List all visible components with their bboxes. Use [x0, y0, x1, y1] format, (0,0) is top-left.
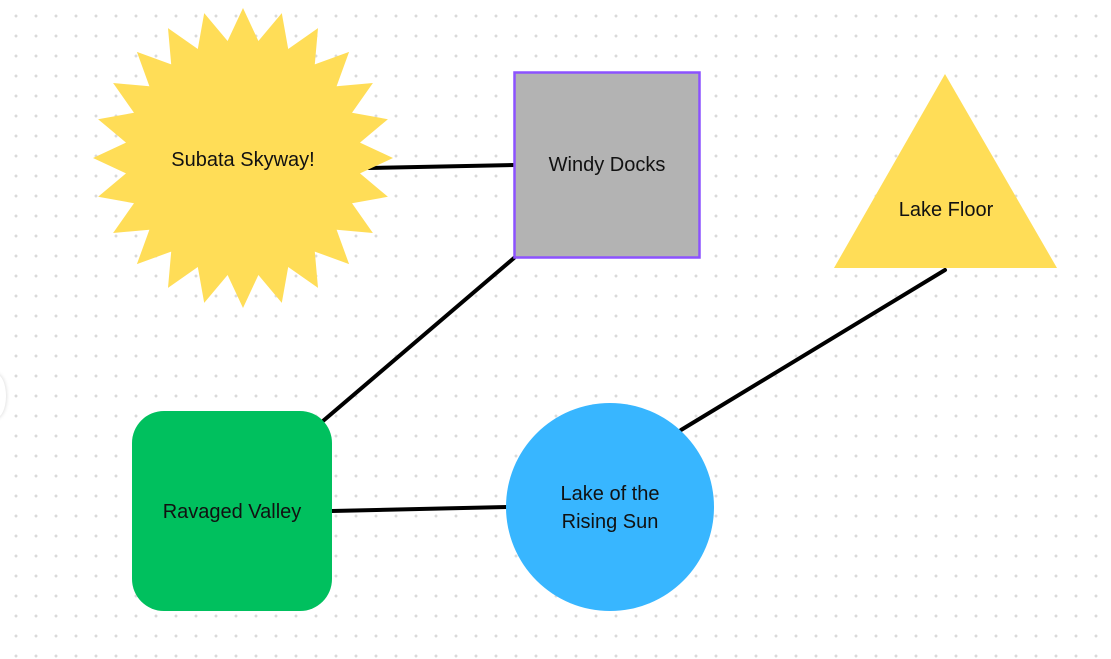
canvas-edge-handle[interactable]: [0, 374, 6, 418]
node-windy-docks-label: Windy Docks: [548, 154, 666, 176]
edge-lake-sun-lake-floor[interactable]: [679, 268, 947, 432]
node-ravaged-valley-label: Ravaged Valley: [162, 501, 302, 523]
node-lake-rising-sun-shape[interactable]: [506, 403, 714, 611]
node-windy-docks-shape[interactable]: [513, 71, 701, 259]
node-lake-rising-sun-label: Lake of the Rising Sun: [560, 483, 660, 533]
edge-skyway-docks[interactable]: [367, 163, 516, 170]
node-subata-skyway-label: Subata Skyway!: [171, 149, 315, 171]
node-lake-floor-label: Lake Floor: [898, 199, 994, 221]
node-lake-floor-shape[interactable]: [834, 74, 1057, 268]
edge-valley-lake-sun[interactable]: [330, 505, 509, 513]
node-ravaged-valley-shape[interactable]: [132, 411, 332, 611]
edge-docks-valley[interactable]: [321, 256, 516, 423]
node-subata-skyway-shape[interactable]: [93, 8, 393, 308]
